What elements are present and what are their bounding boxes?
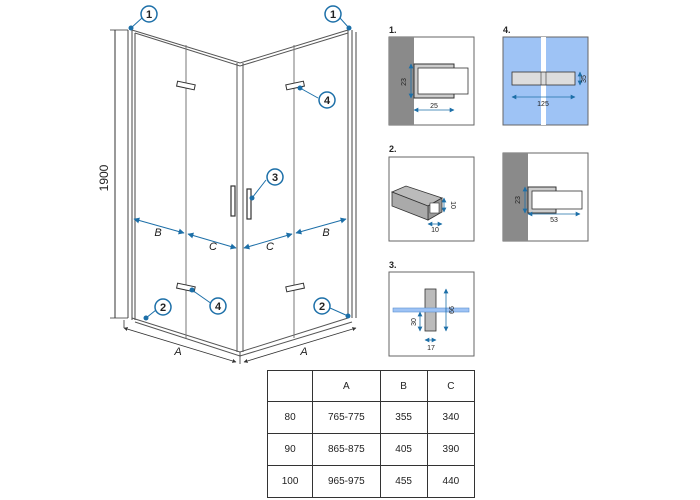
dim-b-left: B	[154, 227, 161, 239]
table-cell: 390	[426, 433, 476, 466]
table-header-cell: C	[426, 370, 476, 402]
top-rails	[131, 29, 349, 67]
table-header-cell	[266, 370, 314, 402]
depth-dimensions	[123, 320, 357, 364]
table-row: 90 865-875 405 390	[266, 433, 476, 466]
table-cell: 355	[379, 401, 428, 434]
handles	[230, 185, 252, 220]
left-wall-profile	[127, 30, 136, 320]
detail-3-height-dim: 66	[449, 306, 456, 314]
table-header-cell: A	[312, 370, 381, 402]
detail-1-vertical-dim: 23	[401, 78, 408, 86]
dim-a-left: A	[173, 346, 181, 358]
callout-label: 2	[319, 301, 325, 313]
height-label: 1900	[97, 164, 111, 191]
hinges	[175, 80, 306, 293]
table-row: 80 765-775 355 340	[266, 401, 476, 434]
callout-label: 1	[330, 9, 336, 21]
callout-label: 3	[272, 172, 278, 184]
callout-label: 4	[215, 301, 222, 313]
corner-post	[236, 63, 244, 352]
detail-3-number: 3.	[389, 260, 397, 270]
detail-3-width-dim: 17	[427, 345, 435, 352]
table-cell: 440	[426, 465, 476, 498]
detail-4-height-dim: 35	[581, 75, 588, 83]
table-cell: 765-775	[312, 401, 381, 434]
detail-2-horizontal-dim: 10	[431, 227, 439, 234]
table-cell: 100	[266, 465, 314, 498]
height-dimension: 1900	[97, 29, 128, 319]
table-header-cell: B	[379, 370, 428, 402]
detail-1-wall-profile: 1. 23 25	[388, 25, 475, 126]
fold-lines	[185, 45, 295, 338]
callout-label: 2	[160, 302, 166, 314]
detail-5-corner-profile: 23 53	[502, 152, 589, 242]
table-cell: 340	[426, 401, 476, 434]
dimensions-table: A B C 80 765-775 355 340 90 865-875 405 …	[266, 370, 476, 498]
detail-4-width-dim: 125	[537, 101, 549, 108]
callout-badges	[140, 5, 342, 316]
width-dimensions	[133, 217, 347, 250]
detail-4-number: 4.	[503, 25, 511, 35]
dim-c-left: C	[209, 241, 217, 253]
detail-1-horizontal-dim: 25	[430, 103, 438, 110]
bottom-rails	[131, 317, 353, 357]
detail-2-number: 2.	[389, 144, 397, 154]
table-cell: 965-975	[312, 465, 381, 498]
table-cell: 90	[266, 433, 314, 466]
table-cell: 865-875	[312, 433, 381, 466]
detail-3-inner-dim: 30	[411, 318, 418, 326]
dim-c-right: C	[266, 241, 274, 253]
detail-3-hinge: 3. 66 30 17	[388, 260, 475, 357]
anchor-dots	[128, 25, 352, 321]
callout-label: 1	[146, 9, 152, 21]
table-cell: 80	[266, 401, 314, 434]
detail-2-vertical-dim: 10	[449, 201, 456, 209]
detail-1-number: 1.	[389, 25, 397, 35]
detail-4-handle: 4. 125 35	[502, 25, 589, 126]
table-cell: 405	[379, 433, 428, 466]
dim-a-right: A	[299, 346, 307, 358]
dim-b-right: B	[322, 227, 329, 239]
detail-5-vertical-dim: 23	[515, 196, 522, 204]
enclosure-drawing: 1900 B C C B A A	[97, 5, 357, 364]
callout-label: 4	[324, 95, 331, 107]
table-cell: 455	[379, 465, 428, 498]
table-row: 100 965-975 455 440	[266, 465, 476, 498]
detail-5-horizontal-dim: 53	[550, 217, 558, 224]
detail-2-profile: 2. 10 10	[388, 144, 475, 242]
right-wall-profile	[347, 30, 357, 318]
table-header-row: A B C	[266, 370, 476, 402]
